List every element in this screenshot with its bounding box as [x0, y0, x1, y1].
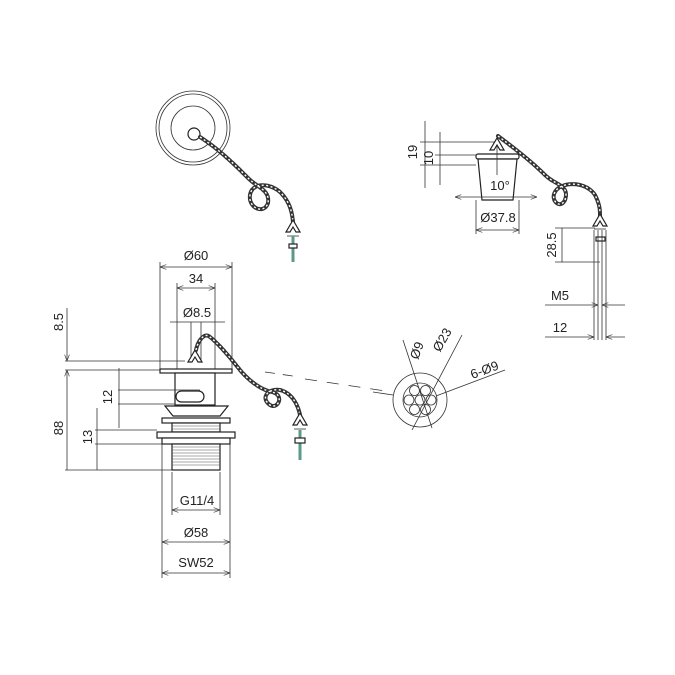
- dim-grate-outer: Ø23: [429, 325, 454, 354]
- dim-angle: 10°: [490, 178, 510, 193]
- dim-spanner: SW52: [178, 555, 213, 570]
- dim-19: 19: [405, 145, 420, 159]
- plug-top-view: [155, 90, 302, 262]
- dim-34: 34: [189, 271, 203, 286]
- plug-side-view: 19 10 10° Ø37.8 28.5 M5 12: [405, 121, 625, 340]
- dim-flange-dia: Ø60: [184, 248, 209, 263]
- dim-28-5: 28.5: [544, 232, 559, 257]
- dim-plug-dia: Ø37.8: [480, 210, 515, 225]
- dim-8-5-dia: Ø8.5: [183, 305, 211, 320]
- dim-13: 13: [80, 430, 95, 444]
- dim-12-rod: 12: [553, 320, 567, 335]
- dim-body-dia: Ø58: [184, 525, 209, 540]
- grate-detail: Ø9 Ø23 6-Ø9: [372, 325, 506, 431]
- dim-88: 88: [51, 421, 66, 435]
- dim-8-5: 8.5: [51, 313, 66, 331]
- dim-12: 12: [100, 390, 115, 404]
- dim-10: 10: [421, 151, 436, 165]
- dim-thread: G11/4: [180, 493, 214, 508]
- waste-elevation: Ø60 34 Ø8.5 8.5 88 12: [51, 248, 393, 578]
- dim-grate-inner: Ø9: [407, 340, 427, 361]
- dim-m5: M5: [551, 288, 569, 303]
